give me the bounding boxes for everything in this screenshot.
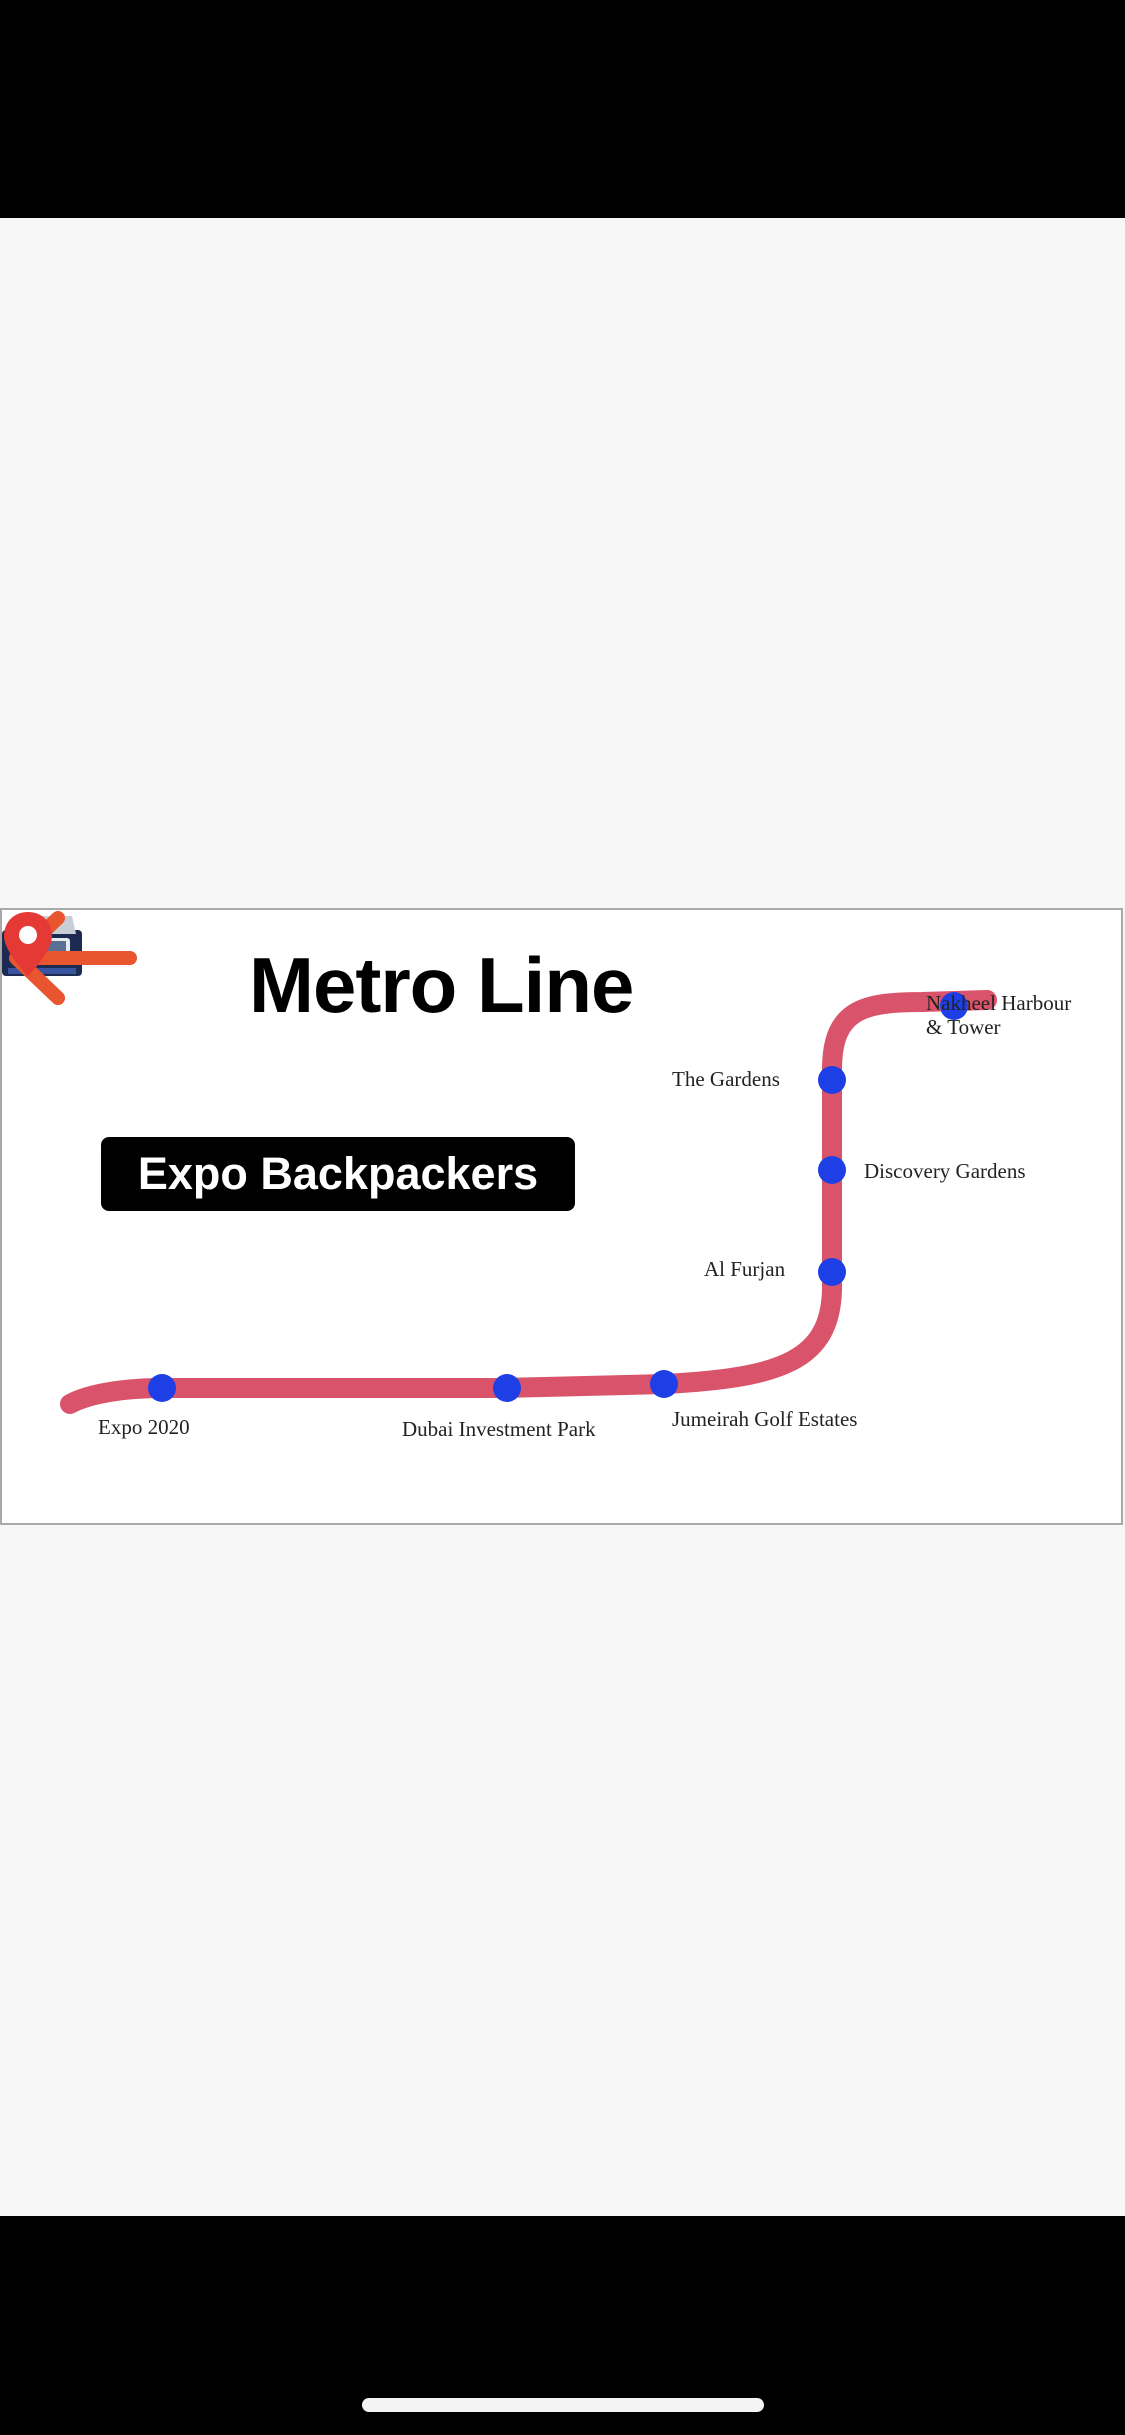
metro-line-path <box>60 990 997 1414</box>
expo-backpackers-badge: Expo Backpackers <box>101 1137 575 1211</box>
station-label-discovery-gardens: Discovery Gardens <box>864 1159 1026 1183</box>
station-label-jumeirah-golf-estates: Jumeirah Golf Estates <box>672 1407 858 1431</box>
station-dot-al-furjan[interactable] <box>818 1258 846 1286</box>
station-dot-nakheel-harbour[interactable] <box>940 992 968 1020</box>
location-pin-icon <box>4 912 52 976</box>
metro-line-route <box>60 990 997 1414</box>
top-black-bar <box>0 0 1125 218</box>
station-label-the-gardens: The Gardens <box>672 1067 780 1091</box>
home-indicator[interactable] <box>362 2398 764 2412</box>
map-title: Metro Line <box>249 941 634 1029</box>
station-label-nakheel-harbour: Nakheel Harbour <box>926 991 1072 1015</box>
station-dot-dubai-investment-park[interactable] <box>493 1374 521 1402</box>
metro-map-card: Metro Line Expo Backpackers Expo 2020 Du… <box>0 908 1123 1525</box>
station-dot-the-gardens[interactable] <box>818 1066 846 1094</box>
station-label-expo-2020: Expo 2020 <box>98 1415 190 1439</box>
station-label-al-furjan: Al Furjan <box>704 1257 786 1281</box>
station-label-nakheel-harbour-line2: & Tower <box>926 1015 1001 1039</box>
station-label-dubai-investment-park: Dubai Investment Park <box>402 1417 596 1441</box>
station-dot-expo-2020[interactable] <box>148 1374 176 1402</box>
station-dot-discovery-gardens[interactable] <box>818 1156 846 1184</box>
station-dot-jumeirah-golf-estates[interactable] <box>650 1370 678 1398</box>
